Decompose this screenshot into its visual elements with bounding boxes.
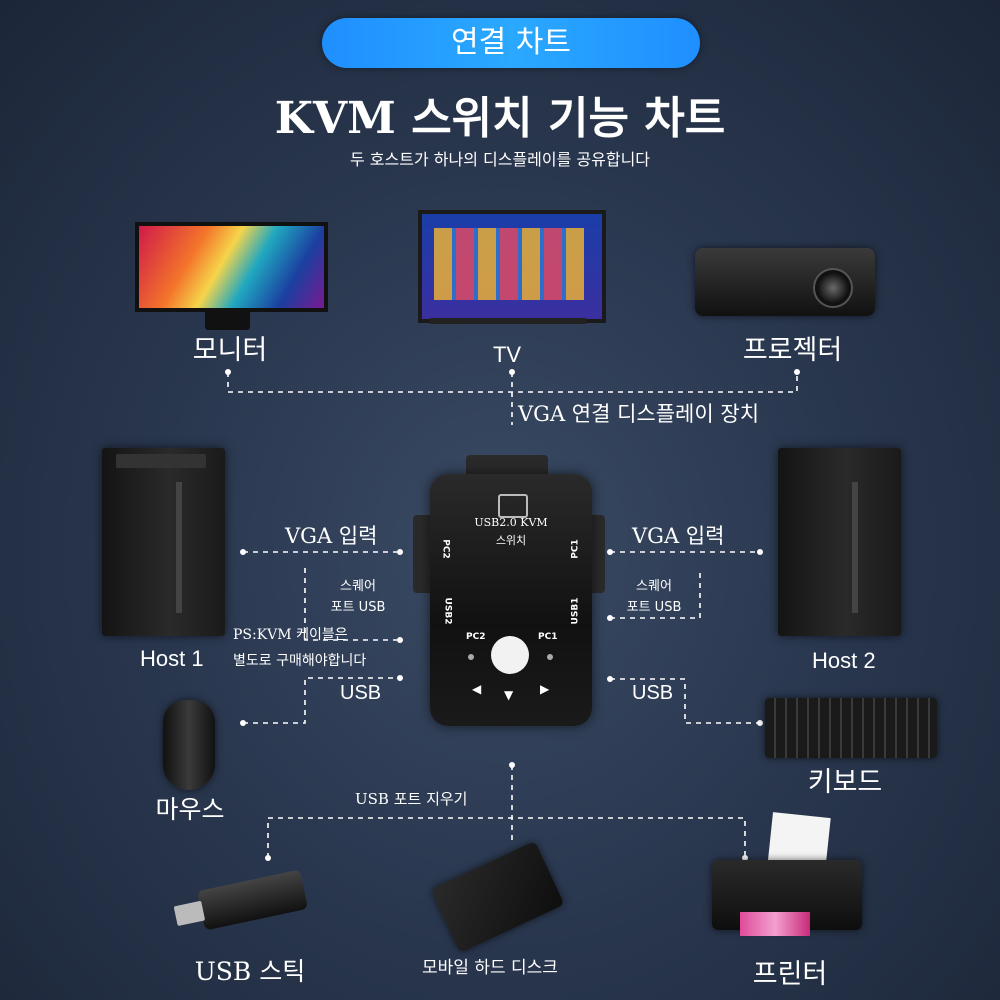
page-subtitle: 두 호스트가 하나의 디스플레이를 공유합니다 xyxy=(349,150,651,169)
arrow-down-icon: ▼ xyxy=(504,688,514,702)
usb-port-icon xyxy=(498,494,528,518)
monitor-stand xyxy=(205,308,250,330)
monitor-image xyxy=(135,222,328,312)
host2-label: Host 2 xyxy=(812,648,876,673)
printer-image xyxy=(712,860,862,936)
right-square-line2: 포트 USB xyxy=(626,600,682,615)
arrow-right-icon: ▶ xyxy=(540,682,550,696)
kvm-label-line2: 스위치 xyxy=(495,534,527,547)
left-usb-label: USB xyxy=(340,682,382,704)
left-usb-line xyxy=(243,677,400,724)
printer-label: 프린터 xyxy=(752,959,828,990)
right-square-line1: 스퀘어 xyxy=(636,579,672,594)
left-square-label: 스퀘어 포트 USB xyxy=(318,576,398,618)
kvm-port-usb1: USB1 xyxy=(570,597,581,625)
arrow-left-icon: ◀ xyxy=(472,682,482,696)
host2-image xyxy=(778,448,901,636)
keyboard-label: 키보드 xyxy=(807,767,883,798)
left-square-line xyxy=(304,568,400,641)
display-caption: VGA 연결 디스플레이 장치 xyxy=(518,402,760,426)
monitor-label: 모니터 xyxy=(192,335,268,366)
tv-image xyxy=(418,210,606,323)
right-usb-label: USB xyxy=(632,682,674,704)
kvm-left-port xyxy=(413,515,435,593)
hdd-label: 모바일 하드 디스크 xyxy=(422,958,558,978)
kvm-port-pc2: PC2 xyxy=(440,539,451,559)
projector-image xyxy=(695,248,875,316)
projector-label: 프로젝터 xyxy=(742,335,843,366)
left-square-line2: 포트 USB xyxy=(330,600,386,615)
kvm-led-pc1: PC1 xyxy=(538,632,558,642)
right-square-label: 스퀘어 포트 USB xyxy=(614,576,694,618)
keyboard-image xyxy=(765,698,937,758)
kvm-port-usb2: USB2 xyxy=(442,597,453,625)
left-square-line1: 스퀘어 xyxy=(340,579,376,594)
left-vga-label: VGA 입력 xyxy=(285,524,378,548)
cable-note-line2: 별도로 구매해야합니다 xyxy=(233,653,367,669)
kvm-switch: USB2.0 KVM 스위치 PC2 PC1 USB2 USB1 PC2 PC1… xyxy=(430,474,592,726)
cable-note: PS:KVM 케이블은 별도로 구매해야합니다 xyxy=(233,622,366,674)
host1-label: Host 1 xyxy=(140,646,204,671)
host1-image xyxy=(102,448,225,636)
tv-label: TV xyxy=(492,342,522,367)
mouse-label: 마우스 xyxy=(155,795,225,824)
mouse-image xyxy=(163,700,215,790)
cable-note-line1: PS:KVM 케이블은 xyxy=(233,627,348,643)
bottom-caption: USB 포트 지우기 xyxy=(355,790,468,808)
tv-stand xyxy=(430,318,586,324)
bottom-bus-line xyxy=(267,817,746,858)
usb-stick-label: USB 스틱 xyxy=(194,957,306,986)
header-pill: 연결 차트 xyxy=(322,18,700,68)
page-title: KVM 스위치 기능 차트 xyxy=(274,93,726,144)
right-vga-label: VGA 입력 xyxy=(632,524,725,548)
kvm-led-pc2: PC2 xyxy=(466,632,486,642)
right-square-line xyxy=(610,568,701,619)
kvm-switch-button[interactable] xyxy=(491,636,529,674)
kvm-port-pc1: PC1 xyxy=(570,539,581,559)
kvm-label-line1: USB2.0 KVM xyxy=(474,516,548,529)
